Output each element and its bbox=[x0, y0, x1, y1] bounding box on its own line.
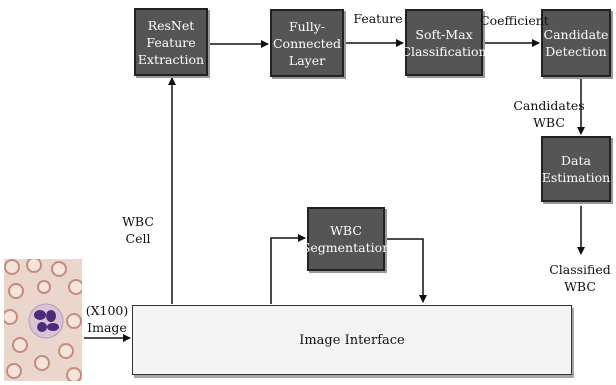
coefficient-label: Coefficient bbox=[480, 13, 549, 28]
fully-connected-layer-box: Fully- Connected Layer bbox=[270, 9, 344, 77]
blood-smear-image bbox=[4, 259, 82, 381]
feature-label: Feature bbox=[353, 11, 403, 26]
data-estimation-box: Data Estimation bbox=[541, 136, 611, 202]
softmax-classification-box: Soft-Max Classification bbox=[401, 9, 487, 76]
candidates-wbc-label: Candidates WBC bbox=[513, 98, 585, 130]
wbc-cell-label: WBC Cell bbox=[122, 214, 154, 246]
classified-wbc-label: Classified WBC bbox=[549, 262, 611, 294]
x100-image-label: (X100) Image bbox=[85, 303, 129, 335]
wbc-segmentation-box: WBC Segmentation bbox=[302, 207, 390, 271]
arrow-segmentation-to-interface bbox=[387, 238, 427, 303]
resnet-feature-extraction-box: ResNet Feature Extraction bbox=[134, 8, 208, 76]
arrow-interface-to-segmentation bbox=[270, 234, 306, 304]
image-interface-box: Image Interface bbox=[132, 305, 572, 375]
candidate-detection-box: Candidate Detection bbox=[541, 9, 611, 77]
